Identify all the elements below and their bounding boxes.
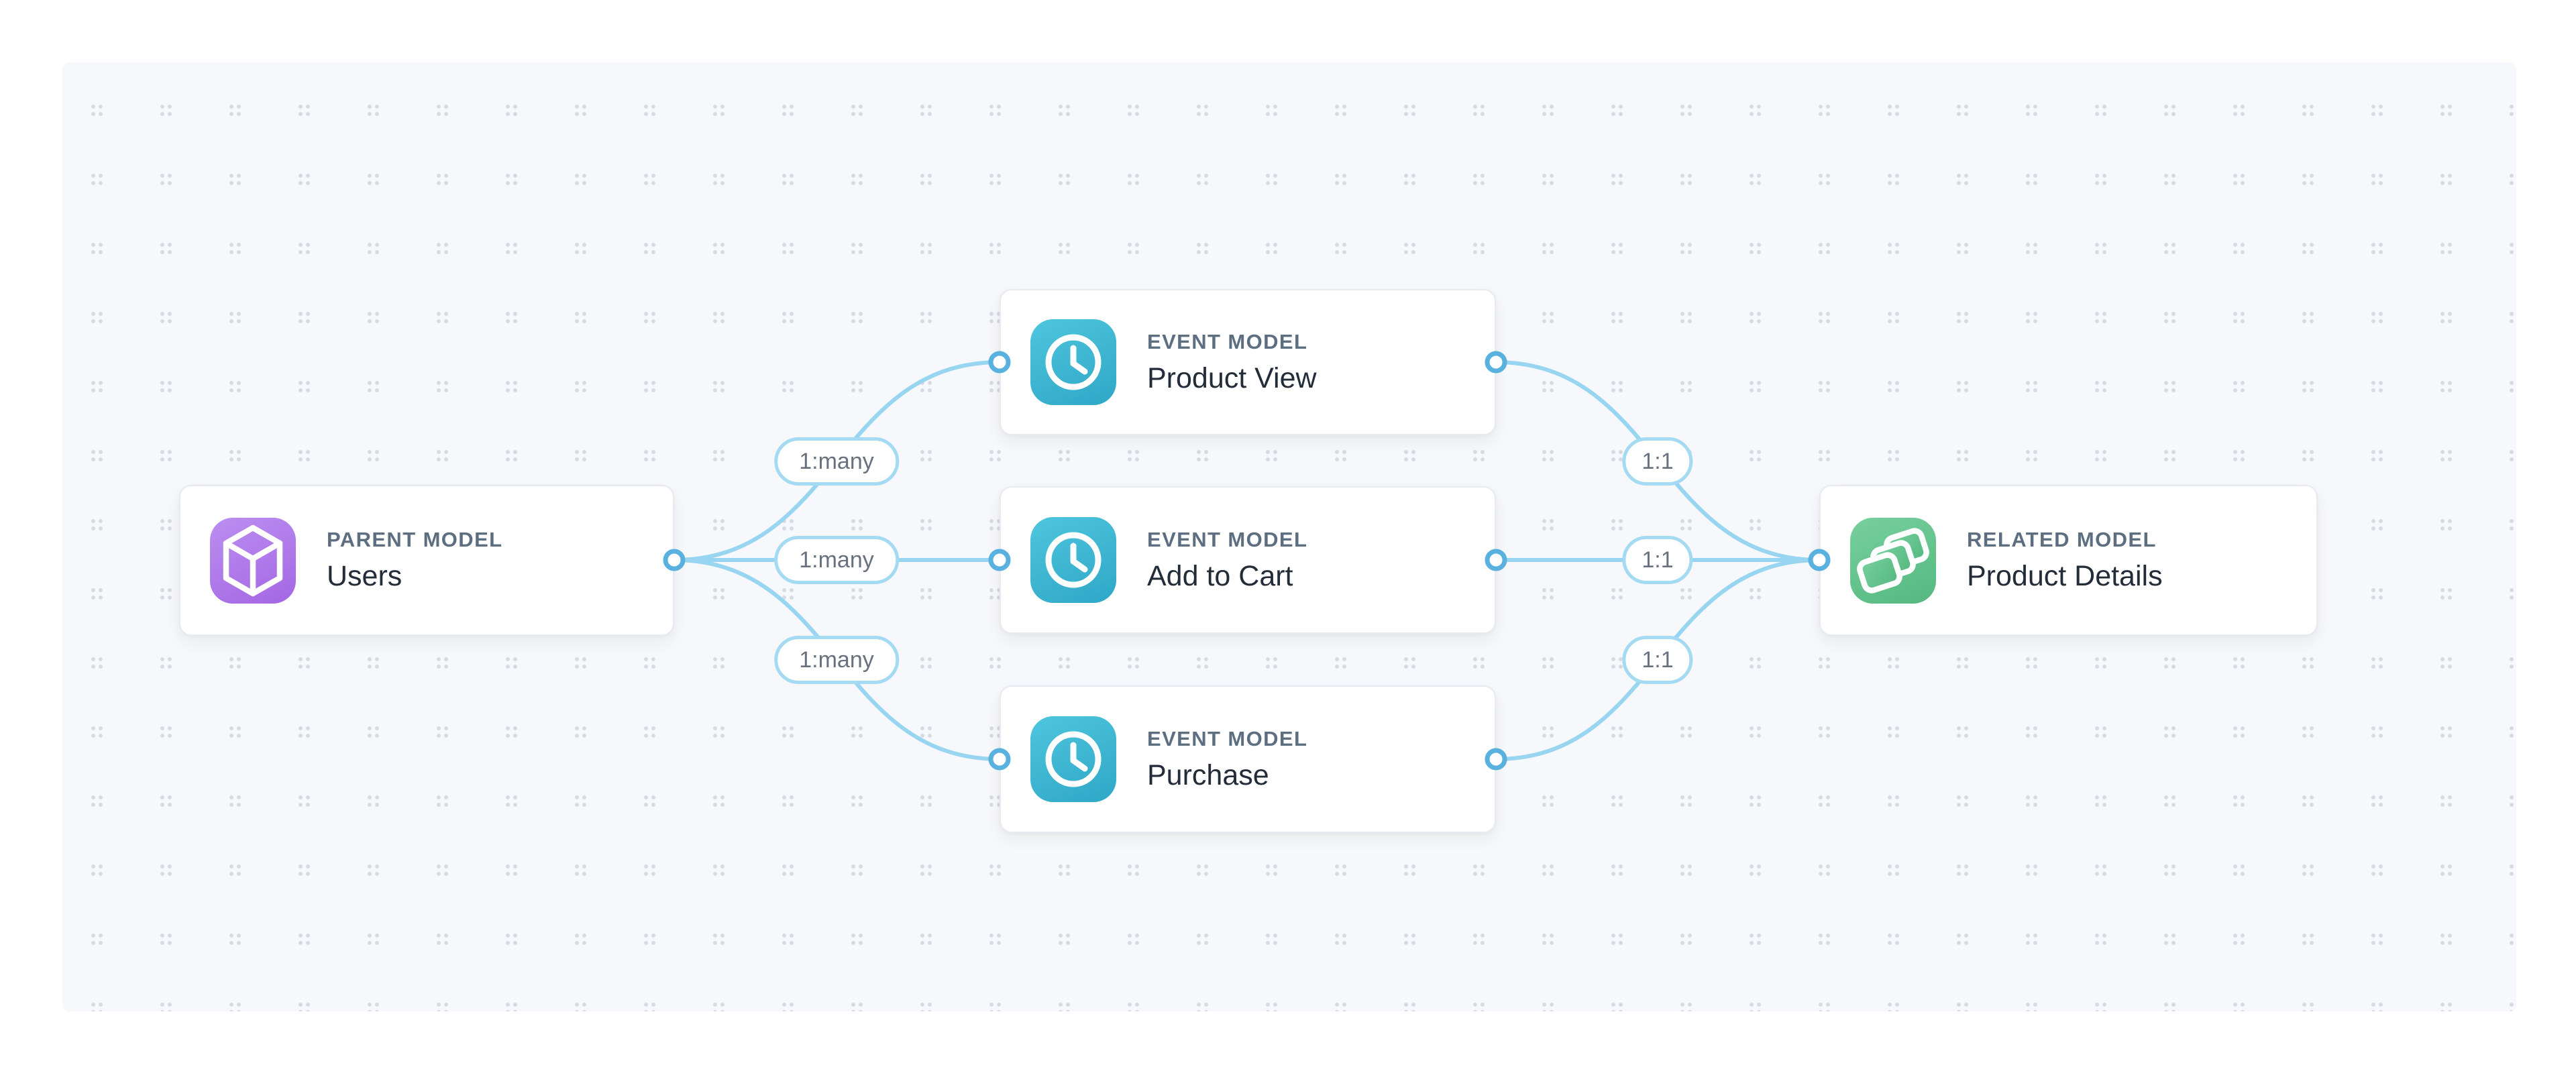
edge-label-purchase-product-details[interactable]: 1:1 [1622, 636, 1693, 684]
edge-label-add-to-cart-product-details[interactable]: 1:1 [1622, 536, 1693, 584]
edge-label-product-view-product-details[interactable]: 1:1 [1622, 437, 1693, 486]
clock-icon [1030, 517, 1116, 603]
clock-icon [1030, 716, 1116, 802]
node-product-view[interactable]: EVENT MODEL Product View [1000, 289, 1496, 435]
cube-icon [210, 517, 296, 604]
layers-icon [1850, 517, 1936, 604]
node-title: Users [327, 560, 402, 592]
node-type-label: PARENT MODEL [327, 528, 503, 551]
node-add-to-cart[interactable]: EVENT MODEL Add to Cart [1000, 486, 1496, 634]
edge-label-users-add-to-cart[interactable]: 1:many [774, 536, 899, 584]
node-type-label: RELATED MODEL [1967, 528, 2157, 551]
edge-label-users-product-view[interactable]: 1:many [774, 437, 899, 486]
clock-icon [1030, 319, 1116, 405]
edge-label-users-purchase[interactable]: 1:many [774, 636, 899, 684]
node-type-label: EVENT MODEL [1147, 527, 1308, 551]
node-users[interactable]: PARENT MODEL Users [179, 485, 674, 636]
model-graph-canvas[interactable]: PARENT MODEL Users EVENT MODEL Product V… [62, 62, 2516, 1011]
node-type-label: EVENT MODEL [1147, 726, 1308, 750]
node-title: Product View [1147, 361, 1317, 394]
node-title: Add to Cart [1147, 559, 1293, 592]
node-purchase[interactable]: EVENT MODEL Purchase [1000, 685, 1496, 833]
node-title: Purchase [1147, 758, 1269, 791]
node-type-label: EVENT MODEL [1147, 329, 1308, 353]
node-product-details[interactable]: RELATED MODEL Product Details [1819, 485, 2318, 636]
node-title: Product Details [1967, 560, 2163, 592]
